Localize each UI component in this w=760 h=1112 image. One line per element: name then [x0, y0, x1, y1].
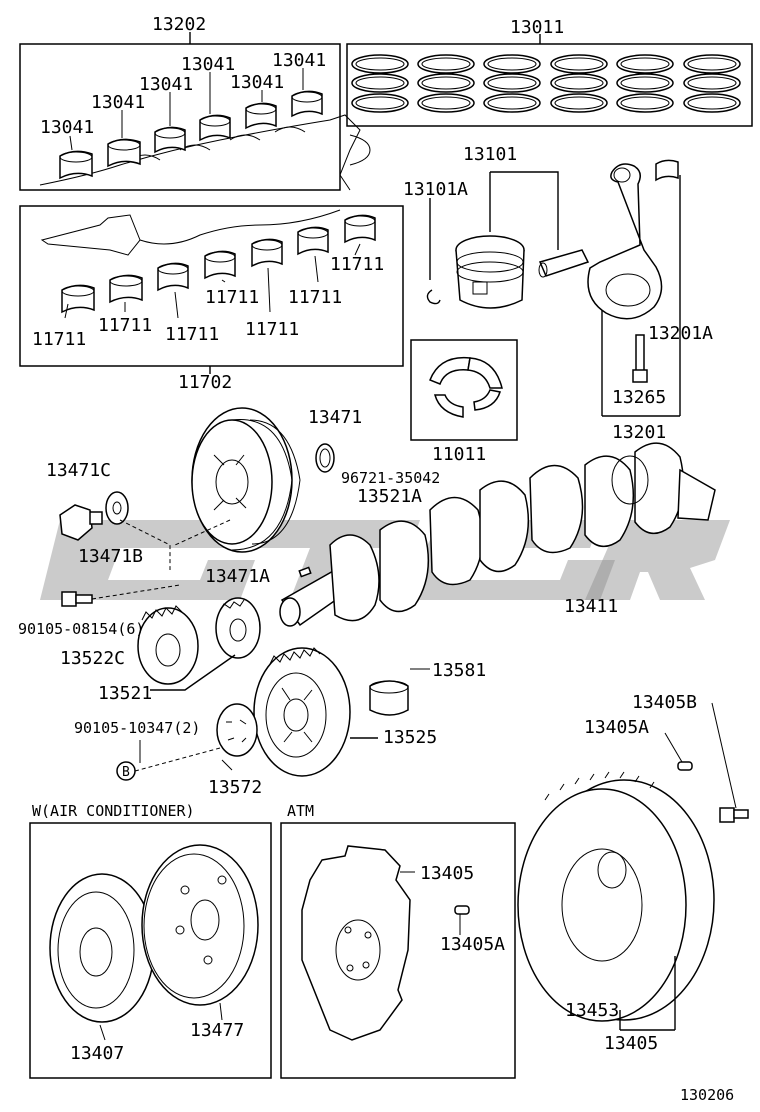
- bearing-shell-13041-2: [107, 138, 141, 168]
- bearing-box-11702: [19, 205, 404, 374]
- key-13471A: [298, 566, 312, 578]
- atm-box: [280, 822, 516, 1079]
- label-13041: 13041: [181, 54, 235, 75]
- label-b: B: [122, 765, 130, 780]
- dowel-pin-13405A: [664, 732, 693, 771]
- label-11711: 11711: [205, 287, 259, 308]
- sensor-plate-13572: [216, 703, 258, 771]
- crankshaft-13411: [279, 442, 716, 627]
- ring-set: [351, 54, 741, 113]
- bearing-shell-11711-2: [109, 274, 143, 304]
- label-13525: 13525: [383, 727, 437, 748]
- label-13407: 13407: [70, 1043, 124, 1064]
- crank-pulley-13471: [191, 407, 335, 553]
- bearing-shell-13041-4: [199, 114, 231, 142]
- connecting-rod-13201: [587, 159, 681, 417]
- bearing-shell-11711-3: [157, 262, 189, 292]
- label-13471C: 13471C: [46, 460, 111, 481]
- pulley-13477: [141, 844, 259, 1021]
- label-13405: 13405: [604, 1033, 658, 1054]
- piston-13101: [426, 171, 590, 309]
- label-13405: 13405: [420, 863, 474, 884]
- label-96721-35042: 96721-35042: [341, 469, 440, 487]
- drive-plate-13405: [301, 845, 415, 1041]
- plate-washer-13471B: [105, 491, 129, 525]
- label-11711: 11711: [245, 319, 299, 340]
- timing-pulley-13525: [253, 647, 378, 777]
- o-ring-96721: [315, 443, 335, 473]
- label-13411: 13411: [564, 596, 618, 617]
- bearing-shell-11711-7: [344, 214, 376, 244]
- label-90105-10347: 90105-10347(2): [74, 719, 200, 737]
- label-13471B: 13471B: [78, 546, 143, 567]
- crank-gear-13521: [215, 597, 261, 659]
- piston-ring-box-13011: [346, 34, 753, 127]
- label-13202: 13202: [152, 14, 206, 35]
- dowel-pin-atm-13405A: [454, 905, 470, 935]
- pilot-bearing-13581: [369, 668, 430, 716]
- label-11011: 11011: [432, 444, 486, 465]
- label-13265: 13265: [612, 387, 666, 408]
- label-13405A: 13405A: [440, 934, 505, 955]
- label-13477: 13477: [190, 1020, 244, 1041]
- crank-timing-gear-13522C: [137, 605, 199, 685]
- label-13041: 13041: [272, 50, 326, 71]
- label-11711: 11711: [165, 324, 219, 345]
- label-13041: 13041: [40, 117, 94, 138]
- flywheel-13405: [517, 771, 715, 1031]
- label-13041: 13041: [139, 74, 193, 95]
- label-13041: 13041: [230, 72, 284, 93]
- bearing-shell-13041-6: [291, 90, 323, 118]
- piston-pin: [538, 249, 590, 278]
- label-13471: 13471: [308, 407, 362, 428]
- label-13041: 13041: [91, 92, 145, 113]
- bearing-shell-11711-6: [297, 226, 329, 256]
- part-labels: 13202 13011 13041 13041 13041 13041 1304…: [18, 14, 734, 1104]
- label-11711: 11711: [330, 254, 384, 275]
- section-title-air-conditioner: W(AIR CONDITIONER): [32, 802, 195, 820]
- label-13522C: 13522C: [60, 648, 125, 669]
- label-13405A: 13405A: [584, 717, 649, 738]
- section-title-atm: ATM: [287, 802, 314, 820]
- bearing-shell-13041-1: [59, 150, 93, 180]
- label-13453: 13453: [565, 1000, 619, 1021]
- label-13572: 13572: [208, 777, 262, 798]
- label-11711: 11711: [98, 315, 152, 336]
- label-11711: 11711: [288, 287, 342, 308]
- label-13521: 13521: [98, 683, 152, 704]
- bolt-90105-08154: [61, 591, 93, 607]
- bearing-shell-11711-5: [251, 238, 283, 268]
- bearing-shell-13041-3: [154, 126, 186, 154]
- bolt-13405B: [711, 702, 749, 823]
- label-13011: 13011: [510, 17, 564, 38]
- rod-bushing-13201A: [655, 159, 679, 182]
- label-13471A: 13471A: [205, 566, 270, 587]
- piston-body: [455, 235, 525, 309]
- air-conditioner-box: [29, 822, 272, 1079]
- pulley-13407: [49, 873, 155, 1041]
- label-90105-08154: 90105-08154(6): [18, 620, 144, 638]
- label-13405B: 13405B: [632, 692, 697, 713]
- diagram-code: 130206: [680, 1086, 734, 1104]
- bearing-shell-13041-5: [245, 102, 277, 130]
- label-13581: 13581: [432, 660, 486, 681]
- label-13521A: 13521A: [357, 486, 422, 507]
- label-13201A: 13201A: [648, 323, 713, 344]
- label-11711: 11711: [32, 329, 86, 350]
- bearing-shell-11711-4: [204, 250, 236, 280]
- pulley-bolt-13471C: [59, 504, 103, 541]
- label-13101: 13101: [463, 144, 517, 165]
- bearing-box-13202: [19, 32, 371, 191]
- bearing-shell-11711-1: [61, 284, 95, 314]
- rod-bolt-13265: [632, 334, 648, 383]
- label-13101A: 13101A: [403, 179, 468, 200]
- snap-ring-13101A: [426, 289, 441, 305]
- label-13201: 13201: [612, 422, 666, 443]
- thrust-washer-box-11011: [410, 339, 518, 441]
- label-11702: 11702: [178, 372, 232, 393]
